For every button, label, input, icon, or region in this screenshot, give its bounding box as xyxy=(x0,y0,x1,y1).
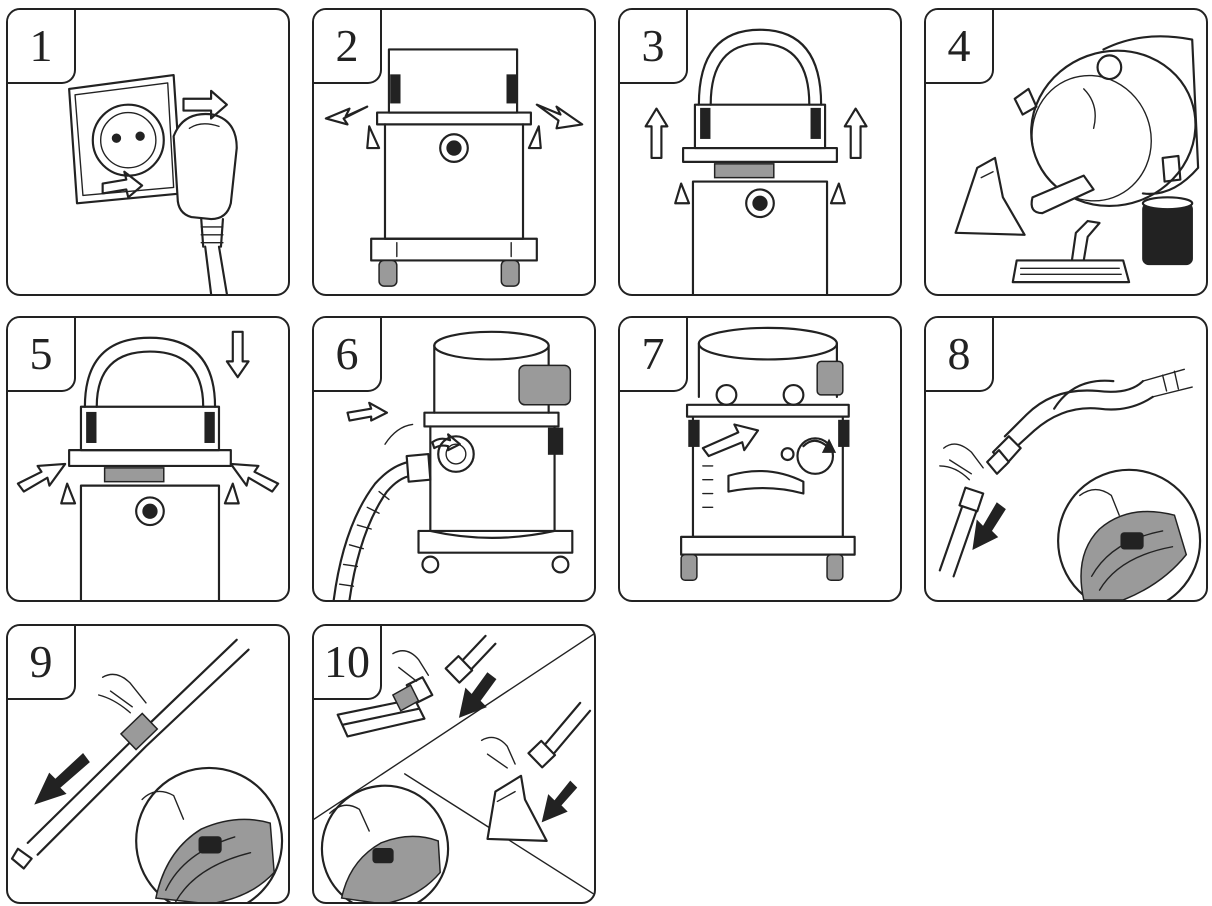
vacuum-head-icon xyxy=(683,30,837,178)
step-number: 3 xyxy=(620,10,688,84)
upholstery-nozzle-icon xyxy=(488,776,547,841)
step-4-panel: 4 xyxy=(924,8,1208,296)
step-number: 6 xyxy=(314,318,382,392)
step-8-panel: 8 xyxy=(924,316,1208,602)
step-number: 8 xyxy=(926,318,994,392)
step-9-panel: 9 xyxy=(6,624,290,904)
step-number: 1 xyxy=(8,10,76,84)
step-1-panel: 1 xyxy=(6,8,290,296)
hand-icon xyxy=(940,444,983,480)
arrow-icon xyxy=(36,754,89,803)
step-number: 9 xyxy=(8,626,76,700)
vacuum-head-icon xyxy=(69,338,231,482)
arrow-up-icon xyxy=(646,109,867,158)
rotate-arrow-icon xyxy=(703,424,835,473)
step-5-panel: 5 xyxy=(6,316,290,602)
step-number: 2 xyxy=(314,10,382,84)
vacuum-icon xyxy=(419,332,573,573)
filter-icon xyxy=(1143,197,1192,264)
vacuum-body-icon xyxy=(81,486,219,600)
step-number: 7 xyxy=(620,318,688,392)
floor-brush-icon xyxy=(1013,221,1129,282)
hose-handle-icon xyxy=(987,369,1192,474)
step-6-panel: 6 xyxy=(312,316,596,602)
step-2-panel: 2 xyxy=(312,8,596,296)
vacuum-body-icon xyxy=(675,182,845,294)
arrow-down-icon xyxy=(227,332,249,377)
plug-icon xyxy=(174,114,237,294)
detail-circle-icon xyxy=(1058,470,1200,600)
step-number: 4 xyxy=(926,10,994,84)
socket-icon xyxy=(69,75,181,203)
detail-circle-icon xyxy=(322,786,448,902)
hand-icon xyxy=(99,674,146,712)
detail-circle-icon xyxy=(136,768,282,902)
step-10-panel: 10 xyxy=(312,624,596,904)
step-number: 10 xyxy=(314,626,382,700)
step-7-panel: 7 xyxy=(618,316,902,602)
hose-icon xyxy=(334,424,431,599)
step-number: 5 xyxy=(8,318,76,392)
nozzle-icon xyxy=(956,158,1094,235)
step-3-panel: 3 xyxy=(618,8,902,296)
